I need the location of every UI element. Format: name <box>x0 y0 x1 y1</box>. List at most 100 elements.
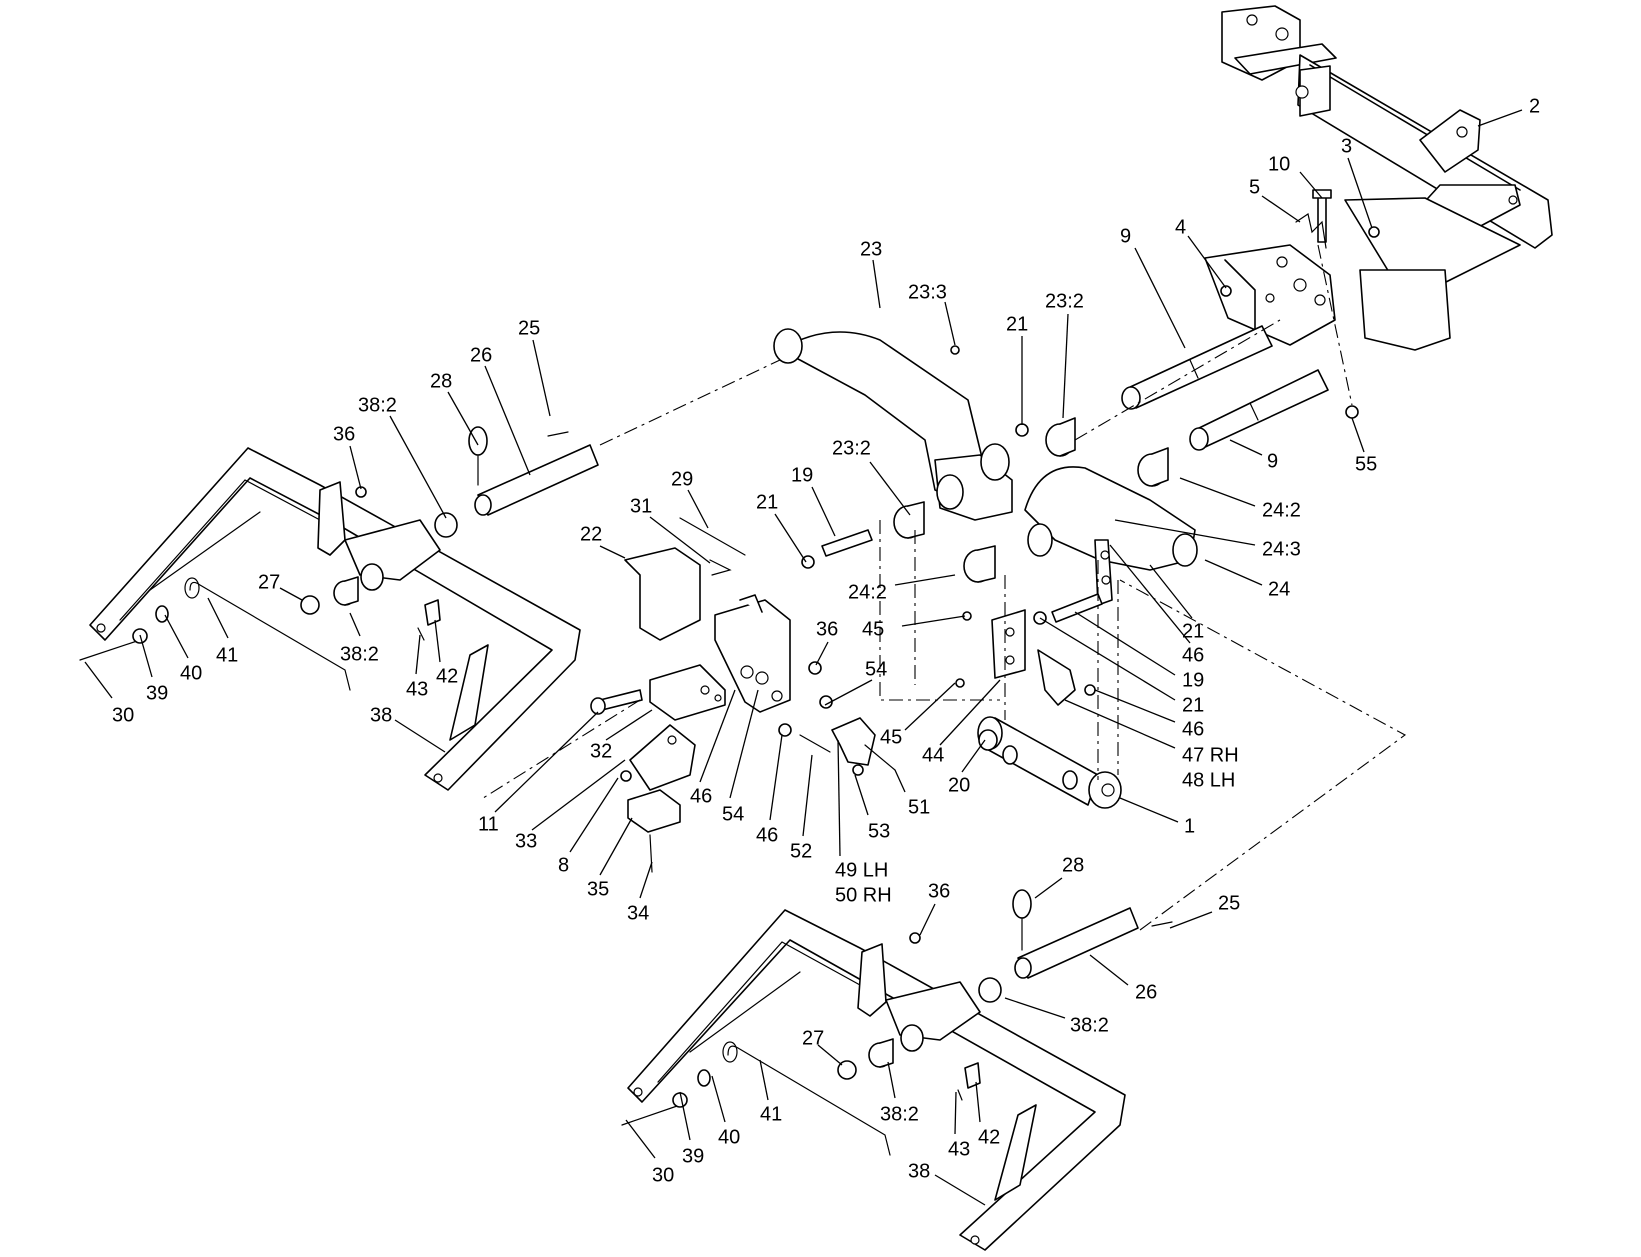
nut-8-part <box>620 770 632 782</box>
callout-label: 40 <box>180 662 202 684</box>
spacer-40-lower-part <box>697 1069 711 1087</box>
callout-leader <box>872 259 881 309</box>
callout-label: 24 <box>1268 578 1290 600</box>
callout-label: 8 <box>558 854 569 876</box>
callout-label: 23:2 <box>1045 290 1084 312</box>
callout-label: 46 <box>1182 644 1204 666</box>
callout-label: 54 <box>722 803 744 825</box>
pin-19-left-part <box>801 529 873 569</box>
callout-label: 55 <box>1355 453 1377 475</box>
callout-leader <box>699 689 736 783</box>
callout-label: 27 <box>802 1027 824 1049</box>
callout-label: 36 <box>816 618 838 640</box>
callout-leader <box>904 682 956 731</box>
callout-leader <box>729 689 759 799</box>
nut-46b-part <box>778 723 792 737</box>
callout-leader <box>1034 877 1063 899</box>
callout-label: 39 <box>146 682 168 704</box>
callout-label: 31 <box>630 495 652 517</box>
nut-55-part <box>1345 405 1359 419</box>
callout-label: 4 <box>1175 216 1186 238</box>
callout-label: 45 <box>862 618 884 640</box>
callout-leader <box>1169 911 1213 929</box>
callout-leader <box>1149 564 1193 619</box>
rod-41-lower-part <box>722 1041 891 1156</box>
callout-label: 9 <box>1120 225 1131 247</box>
callout-leader <box>484 365 531 476</box>
callout-leader <box>1064 699 1176 749</box>
bolt-25-lower-part <box>1151 921 1173 927</box>
callout-leader <box>1089 954 1129 986</box>
washer-27-upper-part <box>300 595 320 615</box>
callout-leader <box>1039 617 1176 701</box>
nut-4-part <box>1220 285 1232 297</box>
pin-19-right-part <box>1033 593 1103 625</box>
callout-label: 34 <box>627 902 649 924</box>
bushing-23-2-lower-part <box>893 501 925 539</box>
nut-36-part <box>808 661 822 675</box>
bushing-24-2-lower-part <box>963 545 996 583</box>
callout-label: 10 <box>1268 153 1290 175</box>
callout-leader <box>434 619 441 663</box>
callout-leader <box>934 1174 986 1206</box>
callout-leader <box>1299 171 1323 199</box>
callout-label: 38 <box>908 1160 930 1182</box>
bolt-25-upper-part <box>547 431 569 437</box>
lever-47-48-part <box>1037 649 1076 706</box>
callout-label: 51 <box>908 796 930 818</box>
callout-leader <box>919 903 936 936</box>
callout-leader <box>869 461 911 516</box>
callout-label: 44 <box>922 744 944 766</box>
bracket-33-part <box>629 724 696 791</box>
callout-label: 49 LH <box>835 859 888 881</box>
callout-leader <box>711 1075 726 1123</box>
hitch-pin-28-upper-part <box>468 426 488 486</box>
callout-label: 42 <box>436 665 458 687</box>
callout-leader <box>759 1059 769 1101</box>
callout-leader <box>802 754 813 837</box>
callout-leader <box>774 513 807 563</box>
callout-leader <box>1204 559 1263 586</box>
grease-fitting-23-3-part <box>950 345 960 355</box>
callout-label: 42 <box>978 1126 1000 1148</box>
callout-leader <box>837 739 841 857</box>
callout-leader <box>1109 544 1191 644</box>
callout-label: 20 <box>948 774 970 796</box>
callout-leader <box>639 861 653 899</box>
callout-leader <box>901 615 966 627</box>
screw-43-upper-part <box>417 627 425 641</box>
rod-41-upper-part <box>184 577 351 691</box>
hitch-pin-28-lower-part <box>1012 889 1032 951</box>
callout-label: 50 RH <box>835 884 892 906</box>
deck-arm-38-lower-part <box>627 909 1126 1251</box>
bolt-10-part <box>1312 189 1332 243</box>
callout-leader <box>349 612 361 637</box>
callout-label: 23:2 <box>832 437 871 459</box>
bushing-38-2-upper-a-part <box>434 512 458 538</box>
callout-leader <box>1004 997 1066 1019</box>
callout-label: 3 <box>1341 135 1352 157</box>
callout-leader <box>811 486 836 537</box>
callout-label: 28 <box>430 370 452 392</box>
nut-36-lower-part <box>909 932 921 944</box>
bushing-23-2-upper-part <box>1045 417 1076 457</box>
main-frame-part <box>1221 5 1553 351</box>
screw-43-lower-part <box>957 1089 963 1101</box>
callout-label: 21 <box>1006 313 1028 335</box>
callout-leader <box>447 391 479 446</box>
callout-label: 38 <box>370 704 392 726</box>
callout-label: 26 <box>1135 981 1157 1003</box>
bushing-20-part <box>978 729 998 751</box>
callout-leader <box>279 587 303 601</box>
callout-leader <box>815 641 829 666</box>
bracket-32-part <box>649 664 726 721</box>
callout-leader <box>494 711 599 813</box>
callout-label: 21 <box>1182 694 1204 716</box>
callout-leader <box>975 1081 981 1123</box>
callout-label: 38:2 <box>340 643 379 665</box>
bushing-38-2-lower-b-part <box>868 1038 894 1068</box>
callout-leader <box>824 679 873 706</box>
callout-label: 25 <box>1218 892 1240 914</box>
